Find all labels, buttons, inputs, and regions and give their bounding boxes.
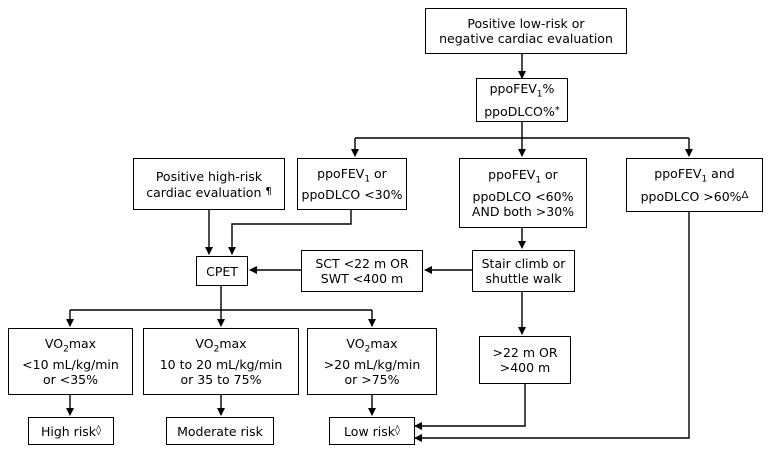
box-vo2-mid: VO2max 10 to 20 mL/kg/min or 35 to 75% [143, 328, 299, 395]
lt30-line2: ppoDLCO <30% [301, 187, 403, 203]
ppo-line2: ppoDLCO%* [484, 103, 560, 119]
cardiac-line2: cardiac evaluation ¶ [146, 184, 272, 200]
box-ppo-lt30: ppoFEV1 or ppoDLCO <30% [297, 158, 407, 210]
sct-line2: SWT <400 m [320, 271, 404, 286]
box-moderate-risk: Moderate risk [166, 417, 274, 445]
box-sct-low: SCT <22 m OR SWT <400 m [301, 250, 423, 292]
start-line1: Positive low-risk or [467, 16, 585, 31]
vo2mid-line1: VO2max [195, 335, 247, 355]
cardiac-line1: Positive high-risk [155, 168, 263, 184]
box-high-risk: High risk◊ [28, 417, 114, 445]
vo2high-line1: VO2max [346, 335, 398, 355]
stair-line2: shuttle walk [485, 271, 562, 286]
diamond-mark: ◊ [96, 425, 102, 436]
box-vo2-high: VO2max >20 mL/kg/min or >75% [307, 328, 437, 395]
box-ppo-lt60: ppoFEV1 or ppoDLCO <60% AND both >30% [459, 158, 587, 228]
gt60-line2: ppoDLCO >60%Δ [640, 188, 749, 204]
stair-line1: Stair climb or [481, 256, 566, 271]
lt30-line1: ppoFEV1 or [317, 165, 387, 185]
vo2low-line1: VO2max [44, 335, 97, 355]
box-ppo-values: ppoFEV1% ppoDLCO%* [476, 78, 568, 122]
vo2high-line3: or >75% [344, 372, 400, 388]
vo2high-line2: >20 mL/kg/min [323, 357, 421, 373]
walkok-line2: >400 m [499, 360, 551, 375]
walkok-line1: >22 m OR [492, 345, 558, 360]
box-vo2-low: VO2max <10 mL/kg/min or <35% [8, 328, 133, 395]
box-cpet: CPET [196, 256, 248, 286]
ppo-line1: ppoFEV1% [489, 81, 555, 100]
moderate-risk-label: Moderate risk [177, 423, 263, 439]
lt60-line1: ppoFEV1 or [488, 167, 558, 186]
box-high-risk-cardiac: Positive high-risk cardiac evaluation ¶ [133, 158, 285, 210]
box-start-evaluation: Positive low-risk or negative cardiac ev… [425, 8, 627, 54]
box-low-risk: Low risk◊ [329, 417, 415, 445]
box-stair-climb: Stair climb or shuttle walk [472, 250, 575, 292]
vo2low-line3: or <35% [42, 372, 99, 388]
sct-line1: SCT <22 m OR [315, 256, 409, 271]
lt60-line2: ppoDLCO <60% [472, 188, 574, 204]
arrow-walkok-to-lowrisk [414, 384, 526, 430]
start-line2: negative cardiac evaluation [439, 31, 613, 46]
vo2mid-line2: 10 to 20 mL/kg/min [159, 357, 283, 373]
asterisk-mark: * [554, 104, 560, 116]
gt60-line1: ppoFEV1 and [654, 166, 735, 185]
high-risk-label: High risk◊ [40, 424, 102, 439]
cpet-label: CPET [206, 263, 238, 279]
delta-mark: Δ [741, 189, 749, 201]
lt60-line3: AND both >30% [471, 203, 575, 219]
low-risk-label: Low risk◊ [344, 424, 400, 439]
arrow-gt60-to-lowrisk [414, 212, 690, 442]
diamond-mark: ◊ [395, 425, 400, 436]
box-ppo-gt60: ppoFEV1 and ppoDLCO >60%Δ [626, 158, 763, 212]
pilcrow-mark: ¶ [265, 185, 272, 197]
vo2mid-line3: or 35 to 75% [180, 372, 262, 388]
vo2low-line2: <10 mL/kg/min [22, 357, 119, 373]
box-walk-ok: >22 m OR >400 m [479, 336, 571, 384]
arrow-lt30-to-cpet [228, 210, 352, 255]
